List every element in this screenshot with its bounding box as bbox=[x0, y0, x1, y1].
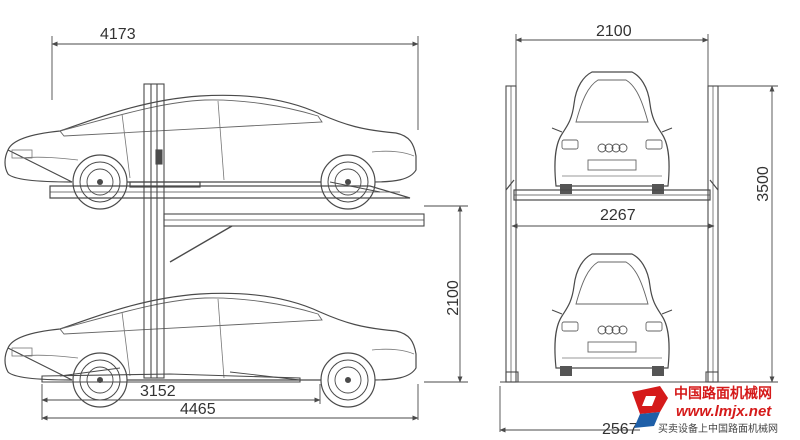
dim-front-bottom: 2567 bbox=[499, 386, 640, 438]
dim-side-level: 2100 bbox=[424, 205, 468, 383]
lower-car-front bbox=[551, 253, 673, 377]
side-view: 4173 2100 3152 4465 bbox=[4, 26, 468, 421]
watermark-site-name: 中国路面机械网 bbox=[674, 385, 772, 402]
upper-car-front bbox=[551, 71, 673, 195]
front-base bbox=[500, 371, 724, 383]
lower-car-side bbox=[4, 292, 417, 408]
watermark-logo bbox=[632, 386, 668, 428]
watermark-url: www.lmjx.net bbox=[676, 403, 772, 420]
dim-label-3152: 3152 bbox=[140, 383, 176, 400]
lift-arm bbox=[163, 213, 425, 263]
dim-front-platform: 2267 bbox=[511, 207, 715, 229]
dim-label-2567: 2567 bbox=[602, 421, 638, 438]
dim-label-2100-front: 2100 bbox=[596, 23, 632, 40]
upper-platform bbox=[49, 181, 411, 199]
dim-side-top: 4173 bbox=[51, 26, 419, 130]
dim-front-top: 2100 bbox=[515, 23, 709, 86]
lower-base bbox=[41, 367, 301, 383]
dim-label-3500: 3500 bbox=[755, 166, 772, 202]
dim-label-2100-side: 2100 bbox=[445, 280, 462, 316]
dim-label-2267: 2267 bbox=[600, 207, 636, 224]
dim-label-4465: 4465 bbox=[180, 401, 216, 418]
dim-label-4173: 4173 bbox=[100, 26, 136, 43]
watermark: 中国路面机械网 www.lmjx.net 买卖设备上中国路面机械网 bbox=[632, 385, 778, 435]
dim-side-base: 3152 bbox=[41, 383, 321, 420]
front-upper-platform bbox=[505, 179, 719, 201]
dim-front-height: 3500 bbox=[718, 85, 778, 383]
dim-side-total: 4465 bbox=[41, 384, 419, 421]
front-view: 2100 2267 3500 2567 bbox=[499, 23, 778, 438]
watermark-tagline: 买卖设备上中国路面机械网 bbox=[658, 422, 778, 435]
lift-column bbox=[143, 83, 165, 379]
